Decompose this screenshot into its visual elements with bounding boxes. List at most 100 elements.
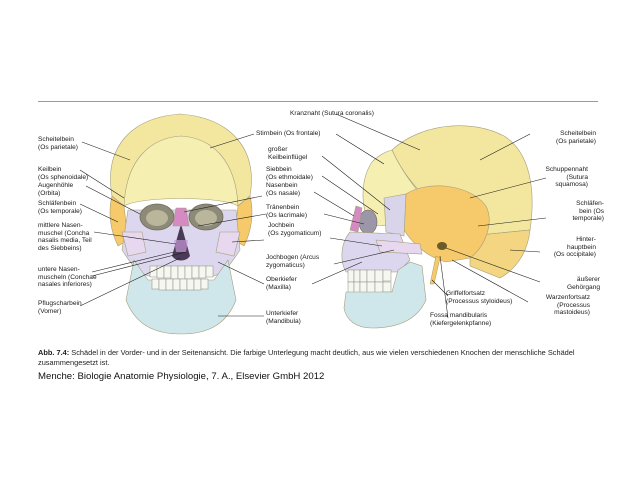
label-line: mastoideus)	[554, 309, 590, 317]
label-line: (Processus	[557, 301, 590, 309]
label-keilbein: Keilbein(Os sphenoidale)	[38, 166, 88, 181]
label-hinterhauptbein: Hinter-hauptbein(Os occipitale)	[554, 236, 596, 259]
label-line: Tränenbein	[266, 204, 300, 211]
label-line: großer	[268, 146, 288, 153]
label-augenhoehle: Augenhöhle(Orbita)	[38, 182, 73, 197]
side-skull	[341, 125, 533, 329]
label-line: Schuppennaht	[545, 166, 588, 173]
front-upper-teeth	[149, 265, 214, 280]
label-line: nasalis media, Teil	[38, 237, 92, 245]
label-scheitelbein-l: Scheitelbein(Os parietale)	[38, 136, 78, 151]
label-line: Augenhöhle	[38, 182, 74, 189]
label-line: Siebbein	[266, 166, 292, 173]
label-line: muscheln (Conchae	[38, 273, 97, 281]
label-line: Pflugscharbein	[38, 300, 82, 307]
label-line: (Os parietale)	[38, 143, 78, 151]
label-line: untere Nasen-	[38, 266, 80, 273]
label-line: (Os lacrimale)	[266, 211, 308, 219]
side-sphenoid-wing	[383, 193, 407, 237]
side-teeth	[347, 269, 392, 294]
side-nasal-bone	[349, 205, 363, 233]
label-line: Gehörgang	[567, 283, 600, 291]
leader-lines	[79, 113, 547, 319]
side-orbit	[358, 209, 378, 235]
label-line: zygomaticus)	[266, 261, 305, 269]
label-line: (Os occipitale)	[553, 251, 596, 259]
label-line: (Os nasale)	[266, 189, 301, 197]
label-line: temporale)	[572, 215, 604, 223]
label-line: (Os ethmoidale)	[266, 173, 313, 181]
label-scheitelbein-r: Scheitelbein(Os parietale)	[556, 130, 596, 145]
label-line: Keilbeinflügel	[268, 153, 308, 161]
label-line: (Orbita)	[38, 189, 61, 197]
label-line: (Os zygomaticum)	[268, 229, 322, 237]
label-line: (Os temporale)	[38, 207, 82, 215]
label-line: Griffelfortsatz	[446, 290, 486, 297]
label-line: Unterkiefer	[266, 310, 299, 317]
label-line: Scheitelbein	[560, 130, 596, 137]
label-line: bein (Os	[579, 207, 604, 215]
label-unterkiefer: Unterkiefer(Mandibula)	[266, 310, 301, 325]
side-mandible	[343, 261, 427, 329]
label-line: nasales inferiores)	[38, 281, 92, 289]
label-line: (Sutura	[566, 173, 588, 181]
front-frontal-bone	[123, 135, 239, 207]
label-traenenbein: Tränenbein(Os lacrimale)	[266, 204, 307, 219]
side-styloid	[429, 255, 441, 285]
front-zygomatic-left	[121, 231, 147, 257]
label-line: äußerer	[576, 276, 600, 283]
label-line: Jochbogen (Arcus	[266, 254, 320, 261]
caption-text: Schädel in der Vorder- und in der Seiten…	[38, 348, 575, 367]
front-nasal-bone	[172, 207, 190, 227]
label-line: mittlere Nasen-	[38, 222, 83, 229]
label-line: muschel (Concha	[38, 229, 90, 237]
label-schlaefenbein-l: Schläfenbein(Os temporale)	[38, 200, 82, 215]
label-line: Hinter-	[576, 236, 596, 243]
label-line: Jochbein	[268, 222, 295, 229]
front-zygomatic-right	[215, 231, 241, 257]
label-line: (Vomer)	[38, 307, 62, 315]
label-line: Kranznaht (Sutura coronalis)	[290, 110, 374, 117]
label-line: (Mandibula)	[266, 317, 301, 325]
label-fossa-mandibularis: Fossa mandibularis(Kiefergelenkpfanne)	[430, 312, 491, 327]
label-pflugscharbein: Pflugscharbein(Vomer)	[38, 300, 82, 315]
label-line: des Siebbeins)	[38, 244, 82, 252]
label-line: Schläfenbein	[38, 200, 77, 207]
label-line: Warzenfortsatz	[545, 294, 590, 301]
label-line: hauptbein	[567, 243, 596, 251]
side-ear-canal	[437, 242, 447, 250]
caption-prefix: Abb. 7.4:	[38, 348, 70, 357]
label-line: Stirnbein (Os frontale)	[256, 130, 321, 137]
label-line: Schläfen-	[576, 200, 604, 207]
label-line: Nasenbein	[266, 182, 298, 189]
front-skull	[109, 113, 253, 335]
side-zygomatic-arch	[375, 239, 423, 255]
label-jochbein: Jochbein(Os zygomaticum)	[268, 222, 322, 237]
label-line: Keilbein	[38, 166, 62, 173]
label-stirnbein: Stirnbein (Os frontale)	[256, 130, 321, 138]
label-line: squamosa)	[555, 181, 588, 189]
label-line: (Maxilla)	[266, 283, 291, 291]
label-oberkiefer: Oberkiefer(Maxilla)	[266, 276, 297, 291]
label-kranznaht: Kranznaht (Sutura coronalis)	[290, 110, 374, 118]
label-nasenbein: Nasenbein(Os nasale)	[266, 182, 300, 197]
label-line: (Os sphenoidale)	[38, 173, 89, 181]
front-lower-teeth	[151, 278, 209, 291]
side-occipital-bone	[469, 229, 531, 279]
label-line: Fossa mandibularis	[430, 312, 488, 319]
label-siebbein: Siebbein(Os ethmoidale)	[266, 166, 313, 181]
figure-caption: Abb. 7.4: Schädel in der Vorder- und in …	[38, 348, 603, 368]
label-line: Oberkiefer	[266, 276, 297, 283]
label-line: (Kiefergelenkpfanne)	[430, 319, 492, 327]
label-griffelfortsatz: Griffelfortsatz(Processus styloideus)	[446, 290, 512, 305]
label-line: (Processus styloideus)	[446, 297, 513, 305]
